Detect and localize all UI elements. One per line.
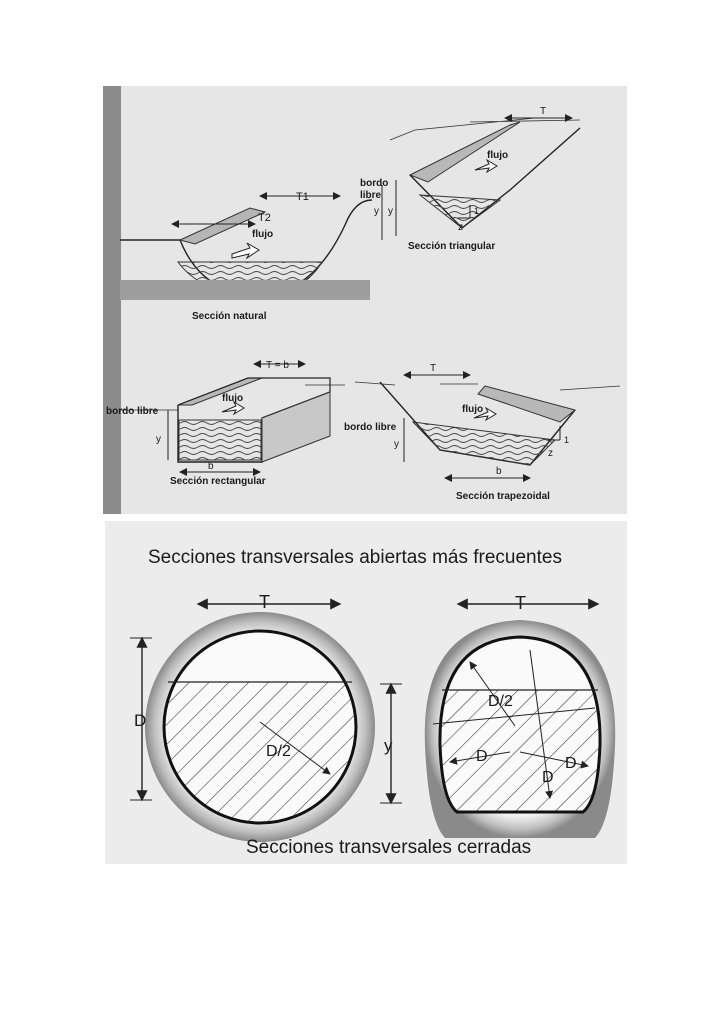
circle-d-label: D [134,711,146,730]
closed-sections-caption: Secciones transversales cerradas [246,837,531,858]
rectangular-caption: Sección rectangular [170,476,266,487]
natural-flow-label: flujo [252,229,273,240]
triangular-t-label: T [540,106,546,117]
trapezoidal-b-label: b [496,466,502,477]
horseshoe-section: T D/2 D D D [424,593,616,838]
triangular-y-label: y [388,206,393,217]
circle-t-label: T [259,592,270,612]
trapezoidal-section: T flujo bordo libre y 1 z b Sección trap… [344,363,621,502]
horseshoe-d-left-label: D [476,748,488,765]
triangular-one-label: 1 [474,206,479,216]
rectangular-freeboard-label: bordo libre [106,406,159,417]
natural-t1-label: T1 [296,191,309,203]
trapezoidal-caption: Sección trapezoidal [456,491,550,502]
trapezoidal-z-label: z [548,448,553,459]
natural-caption: Sección natural [192,311,267,322]
rectangular-t-eq-b-label: T = b [266,360,289,371]
circular-section: T D/2 D y [130,592,402,842]
trapezoidal-one-label: 1 [564,435,569,445]
natural-freeboard-label-2: libre [360,190,382,201]
horseshoe-d-right-label: D [565,755,577,772]
trapezoidal-flow-label: flujo [462,404,483,415]
circle-d-half-label: D/2 [266,743,291,760]
horseshoe-d-half-label: D/2 [488,693,513,710]
natural-freeboard-label-1: bordo [360,178,388,189]
triangular-z-label: z [458,222,463,233]
natural-section: T1 T2 flujo bordo libre y Sección natura… [120,178,388,322]
natural-t2-label: T2 [258,212,271,224]
rectangular-y-label: y [156,434,161,445]
scan-edge [103,86,121,514]
triangular-section: T flujo y 1 z Sección triangular [388,106,581,252]
horseshoe-d-mid-label: D [542,769,554,786]
circle-y-label: y [384,736,393,755]
rectangular-b-label: b [208,461,214,472]
triangular-flow-label: flujo [487,150,508,161]
rectangular-flow-label: flujo [222,393,243,404]
natural-y-label: y [374,206,379,217]
trapezoidal-y-label: y [394,439,399,450]
trapezoidal-freeboard-label: bordo libre [344,422,397,433]
open-sections-title: Secciones transversales abiertas más fre… [148,547,562,568]
horseshoe-t-label: T [515,593,526,613]
triangular-caption: Sección triangular [408,241,495,252]
rectangular-section: T = b flujo bordo libre y b Sección rect… [106,360,345,487]
trapezoidal-t-label: T [430,363,436,374]
